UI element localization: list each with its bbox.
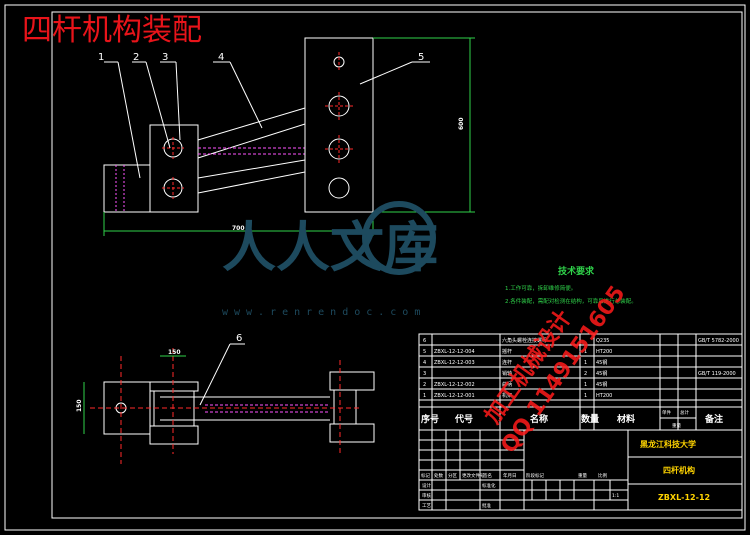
bom-cell-code: ZBXL-12-12-003 [434,360,475,366]
dim-side-a: 150 [76,399,83,412]
title-block [418,429,743,511]
bom-cell-material: 45钢 [596,370,607,377]
renrendoc-watermark: 人人文库 www.renrendoc.com [222,201,438,318]
bom-cell-qty: 1 [584,393,587,399]
bom-cell-seq: 1 [423,393,426,399]
tb-label-count: 处数 [434,472,443,479]
bom-cell-note: GB/T 119-2000 [698,371,736,377]
tb-label-design: 设计 [422,482,431,489]
bom-cell-note: GB/T 5782-2000 [698,338,739,344]
tb-label-mark: 标记 [421,472,430,479]
dim-side-b: 150 [168,349,181,356]
bom-header-note: 备注 [704,413,723,425]
bom-cell-name: 连杆 [502,359,512,366]
bom-cell-code: ZBXL-12-12-004 [434,349,475,355]
tech-req-heading: 技术要求 [558,265,595,277]
bom-header-material: 材料 [616,413,635,425]
tb-label-review: 审核 [422,492,431,499]
bom-cell-material: HT200 [596,393,612,399]
top-view [103,37,475,236]
dim-width: 700 [232,225,245,232]
tb-label-standard: 标准化 [482,482,496,489]
watermark-url: www.renrendoc.com [222,307,426,318]
front-view [83,343,375,464]
bom-cell-qty: 2 [584,371,587,377]
tb-label-change-doc: 更改文件号 [462,472,485,479]
tech-req-item-2: 2.各件装配，需配对检测在结构，可靠后进行总装配。 [505,297,637,305]
bom-cell-name: 机架 [502,392,512,399]
tb-label-zone: 分区 [448,472,457,479]
bom-header-name: 名称 [530,413,548,425]
bom-cell-seq: 4 [423,360,426,366]
tb-label-date: 年月日 [503,472,517,479]
bom-cell-qty: 1 [584,349,587,355]
tb-drawing-no: ZBXL-12-12 [658,493,710,502]
bom-cell-seq: 2 [423,382,426,388]
bom-cell-seq: 3 [423,371,426,377]
frame-base-block [103,164,151,213]
callout-2: 2 [133,52,139,63]
bom-cell-name: 曲柄 [502,381,512,388]
bom-cell-material: 45钢 [596,381,607,388]
bom-header-weight: 重量 [672,422,681,429]
bom-cell-qty: 1 [584,382,587,388]
tb-label-stage: 阶段标记 [526,472,544,479]
bom-header-seq: 序号 [421,413,439,425]
callout-4: 4 [218,52,224,63]
bom-cell-name: 摇杆 [502,348,512,355]
tb-university: 黑龙江科技大学 [640,439,696,449]
callout-1: 1 [98,52,104,63]
inner-frame [51,11,743,519]
tb-label-weight: 重量 [578,472,587,479]
callout-5: 5 [418,52,424,63]
bom-cell-seq: 6 [423,338,426,344]
tb-label-process: 工艺 [422,503,431,509]
bom-cell-code: ZBXL-12-12-001 [434,393,475,399]
bom-header-unit: 单件 [662,409,671,416]
watermark-logo-text: 人人文库 [222,215,438,279]
callout-3: 3 [162,52,168,63]
tech-req-item-1: 1.工作可靠，拆卸维修简便。 [505,284,576,292]
tb-scale-value: 1:1 [612,493,619,499]
bom-cell-seq: 5 [423,349,426,355]
bom-cell-name: 销轴 [502,370,512,377]
bom-cell-name: 六角头螺栓连接螺母 [502,337,547,344]
bom-header-total: 总计 [680,409,689,416]
tb-drawing-name: 四杆机构 [663,465,695,475]
bom-header-code: 代号 [454,413,473,425]
dim-height: 600 [458,117,465,130]
crank-block [149,124,199,213]
bom-header-qty: 数量 [581,413,599,425]
drawing-title: 四杆机构装配 [22,13,202,48]
bom-table [418,333,743,431]
rocker-plate [304,37,374,213]
tb-label-sign: 签名 [483,472,492,479]
tb-label-approve: 批准 [482,502,491,509]
bom-cell-qty: 1 [584,360,587,366]
bom-cell-code: ZBXL-12-12-002 [434,382,475,388]
bom-cell-material: 45钢 [596,359,607,366]
callout-6: 6 [236,333,242,344]
bom-cell-material: Q235 [596,338,609,344]
bom-cell-material: HT200 [596,349,612,355]
tb-label-scale: 比例 [598,472,607,479]
outer-frame [4,4,746,531]
